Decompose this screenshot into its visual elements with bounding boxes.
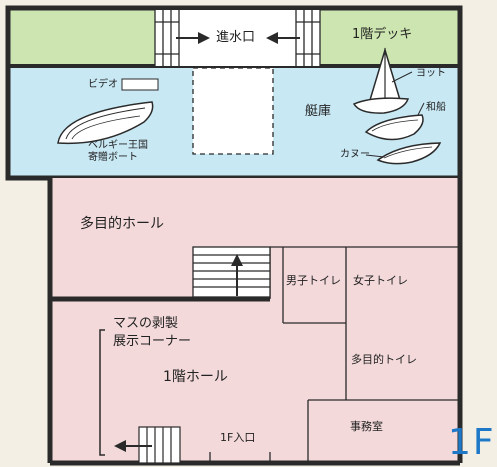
arrow-up-icon — [231, 254, 243, 266]
video-box — [121, 78, 159, 91]
yacht-icon — [352, 47, 413, 114]
multipurpose-hall-label: 多目的ホール — [80, 216, 164, 232]
boathouse-label: 艇庫 — [305, 104, 332, 119]
entrance-door — [209, 452, 271, 463]
stair-opening — [192, 67, 274, 155]
canoe-icon — [376, 142, 442, 165]
deck-label: 1階デッキ — [352, 27, 413, 42]
bottom-stair — [114, 426, 181, 464]
hall-1f-label: 1階ホール — [163, 369, 228, 385]
arrow-right-icon — [176, 32, 210, 44]
mens-toilet-label: 男子トイレ — [286, 274, 341, 287]
lower-floor-area — [50, 178, 460, 463]
lower-walls — [47, 178, 463, 466]
video-label: ビデオ — [88, 79, 118, 90]
floor-number-label: 1F — [448, 422, 496, 463]
canoe-label: カヌー — [340, 149, 370, 160]
multipurpose-toilet-label: 多目的トイレ — [351, 353, 417, 366]
central-stair — [192, 246, 271, 298]
japanese-boat-label: 和船 — [426, 102, 446, 113]
arrow-left-icon — [266, 32, 300, 44]
entrance-1f-label: 1F入口 — [220, 431, 256, 444]
specimen-corner-bracket — [99, 329, 105, 456]
japanese-boat-icon — [364, 102, 425, 141]
specimen-corner-label: マスの剥製 展示コーナー — [113, 316, 192, 349]
arrow-left-stair-icon — [114, 440, 126, 452]
office-label: 事務室 — [350, 420, 383, 433]
yacht-label: ヨット — [416, 68, 446, 79]
belgium-boat-label: ベルギー王国 寄贈ボート — [88, 140, 148, 163]
canoe-leader — [365, 154, 385, 158]
belgium-boat-icon — [57, 101, 154, 145]
water-entrance-label: 進水口 — [216, 30, 256, 45]
womens-toilet-label: 女子トイレ — [353, 274, 408, 287]
